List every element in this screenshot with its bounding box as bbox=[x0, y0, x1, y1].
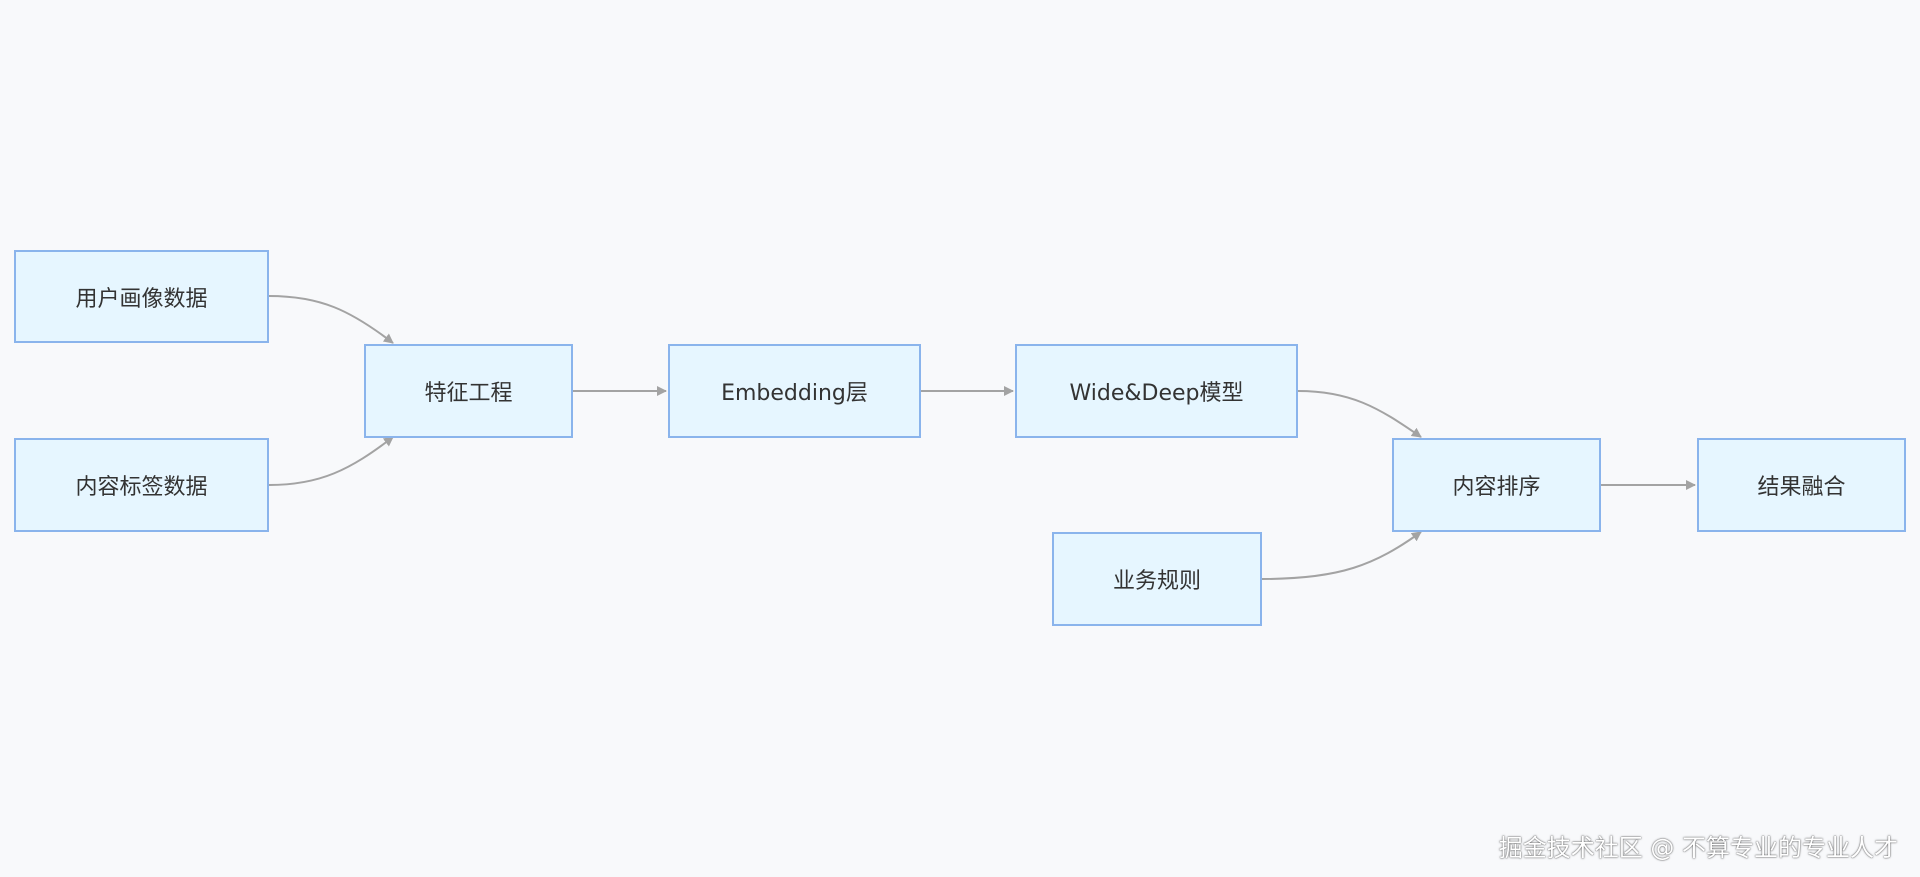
edge-user-profile-to-feature-engineering bbox=[268, 295, 394, 344]
edge-wide-deep-to-ranking bbox=[1297, 390, 1422, 438]
node-feature-engineering: 特征工程 bbox=[364, 344, 573, 438]
node-business-rules: 业务规则 bbox=[1052, 532, 1262, 626]
node-wide-deep-model: Wide&Deep模型 bbox=[1015, 344, 1298, 438]
node-embedding-layer: Embedding层 bbox=[668, 344, 921, 438]
edge-business-rules-to-ranking bbox=[1261, 531, 1422, 580]
node-user-profile-data: 用户画像数据 bbox=[14, 250, 269, 343]
watermark-text: 掘金技术社区 @ 不算专业的专业人才 bbox=[1498, 834, 1898, 862]
edge-content-tags-to-feature-engineering bbox=[268, 436, 394, 486]
node-content-ranking: 内容排序 bbox=[1392, 438, 1601, 532]
node-content-tag-data: 内容标签数据 bbox=[14, 438, 269, 532]
node-result-fusion: 结果融合 bbox=[1697, 438, 1906, 532]
